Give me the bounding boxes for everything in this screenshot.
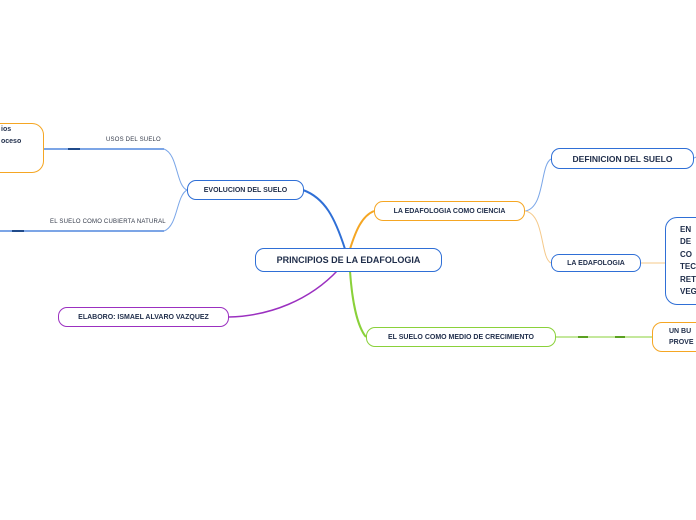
edafologia-child-line-2: DE bbox=[680, 237, 692, 246]
edge-definicion-out bbox=[693, 156, 696, 159]
node-usos-child-cut[interactable]: ios oceso bbox=[0, 123, 44, 173]
medio-child-line-2: PROVE bbox=[669, 339, 694, 346]
node-suelo-medio-crecimiento[interactable]: EL SUELO COMO MEDIO DE CRECIMIENTO bbox=[366, 327, 556, 347]
edafologia-child-line-6: VEG bbox=[680, 287, 696, 296]
edafologia-child-line-5: RET bbox=[680, 274, 696, 284]
label-suelo-cubierta-natural[interactable]: EL SUELO COMO CUBIERTA NATURAL bbox=[50, 219, 166, 225]
edge-central-ciencia bbox=[349, 210, 375, 250]
edafologia-child-line-1: EN bbox=[680, 224, 692, 234]
medio-child-line-1: UN BU bbox=[669, 328, 692, 335]
edafologia-child-line-4: TEC bbox=[680, 262, 696, 271]
node-definicion-del-suelo[interactable]: DEFINICION DEL SUELO bbox=[551, 148, 694, 169]
node-medio-child-cut[interactable]: UN BU PROVE bbox=[652, 322, 696, 352]
edge-central-evolucion bbox=[302, 189, 346, 250]
edge-central-elaboro bbox=[228, 269, 339, 318]
edge-central-medio bbox=[349, 270, 367, 338]
node-elaboro[interactable]: ELABORO: ISMAEL ALVARO VAZQUEZ bbox=[58, 307, 229, 327]
node-evolucion-del-suelo[interactable]: EVOLUCION DEL SUELO bbox=[187, 180, 304, 200]
usos-child-line-2: oceso bbox=[1, 138, 22, 145]
edafologia-child-line-3: CO bbox=[680, 249, 692, 259]
edge-ciencia-edafologia bbox=[524, 210, 552, 264]
label-usos-del-suelo[interactable]: USOS DEL SUELO bbox=[106, 137, 161, 143]
edge-evolucion-usos bbox=[163, 148, 188, 191]
central-topic[interactable]: PRINCIPIOS DE LA EDAFOLOGIA bbox=[255, 248, 442, 272]
node-la-edafologia[interactable]: LA EDAFOLOGIA bbox=[551, 254, 641, 272]
edge-ciencia-definicion bbox=[524, 158, 552, 212]
edge-evolucion-cubierta bbox=[163, 189, 188, 232]
node-edafologia-child-cut[interactable]: EN DE CO TEC RET VEG bbox=[665, 217, 696, 305]
usos-child-line-1: ios bbox=[1, 126, 12, 133]
node-edafologia-como-ciencia[interactable]: LA EDAFOLOGIA COMO CIENCIA bbox=[374, 201, 525, 221]
